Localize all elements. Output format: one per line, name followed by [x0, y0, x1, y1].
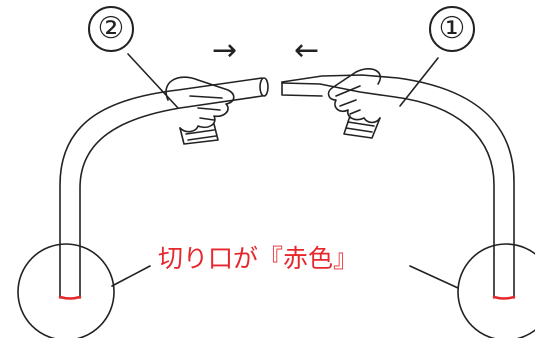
- arrow-left-icon: ←: [294, 33, 320, 68]
- callout-line-left: [111, 265, 151, 287]
- right-hand-icon: [327, 68, 381, 139]
- leader-line-1: [399, 57, 439, 107]
- right-hose: [281, 74, 515, 299]
- left-cut-edge: [58, 295, 82, 300]
- arrow-right-icon: →: [212, 33, 238, 68]
- leader-line-2: [127, 53, 179, 109]
- left-hose-open-end: [259, 77, 269, 97]
- hose-1-label: ①: [429, 6, 475, 52]
- left-hand-icon: [165, 76, 235, 145]
- hose-2-label: ②: [88, 6, 134, 52]
- left-zoom-circle: [17, 243, 115, 338]
- right-cut-edge: [492, 295, 516, 300]
- right-zoom-circle: [457, 243, 535, 338]
- callout-line-right: [409, 265, 459, 289]
- cut-end-callout: 切り口が『赤色』: [158, 244, 359, 273]
- right-hose-nozzle: [281, 81, 323, 97]
